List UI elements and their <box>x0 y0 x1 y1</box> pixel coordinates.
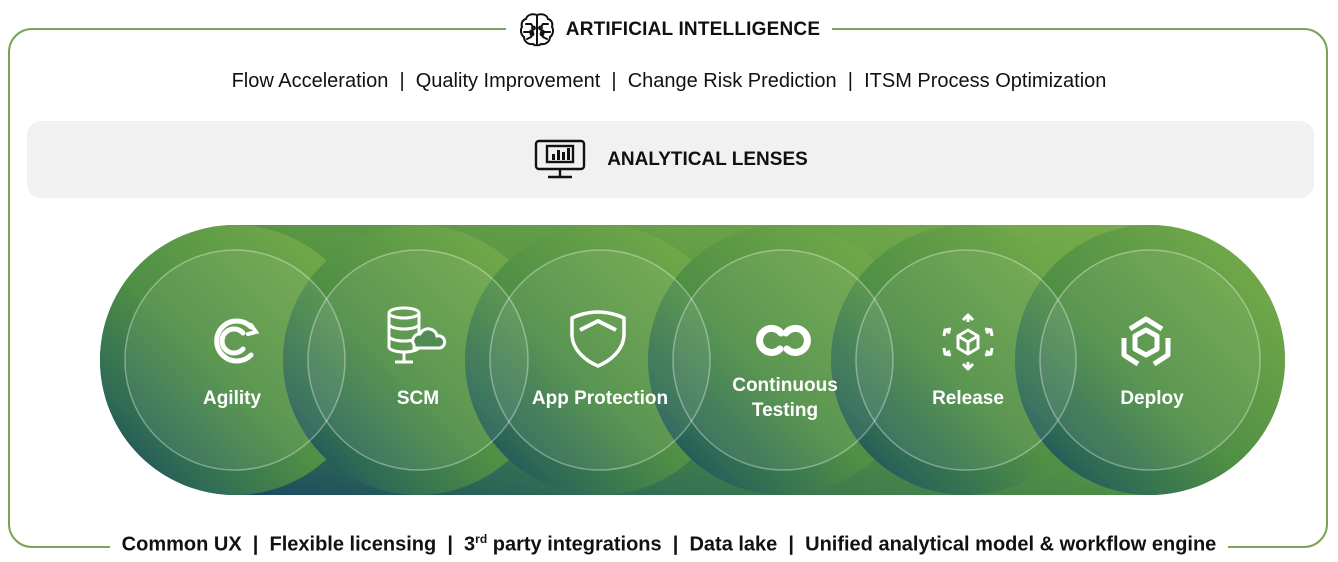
module-label-app-protection: App Protection <box>532 388 668 409</box>
module-ring-deploy <box>1039 249 1261 471</box>
module-ring-scm <box>307 249 529 471</box>
analytical-lenses-bar: ANALYTICAL LENSES <box>27 121 1314 198</box>
module-chain: Agility SCM App Protection Continuous Te… <box>100 225 1285 495</box>
module-ring-app-protection <box>489 249 711 471</box>
platform-features: Common UX | Flexible licensing | 3rd par… <box>0 532 1338 562</box>
deploy-hexagon-icon <box>1121 316 1171 367</box>
ai-title: ARTIFICIAL INTELLIGENCE <box>565 19 821 40</box>
ai-capabilities: Flow Acceleration | Quality Improvement … <box>231 70 1107 92</box>
ai-header: ARTIFICIAL INTELLIGENCE <box>0 10 1338 50</box>
features-part2: party integrations | Data lake | Unified… <box>487 533 1217 556</box>
module-label-agility: Agility <box>203 388 261 409</box>
brain-icon <box>519 13 554 47</box>
chain-background <box>100 225 1285 495</box>
features-superscript: rd <box>475 532 488 546</box>
module-label-scm: SCM <box>397 388 439 409</box>
agility-icon <box>214 318 260 364</box>
analytics-monitor-icon <box>535 139 586 178</box>
features-part1: Common UX | Flexible licensing | 3 <box>121 533 476 556</box>
platform-features-text: Common UX | Flexible licensing | 3rd par… <box>109 532 1229 562</box>
module-label-testing: Testing <box>752 400 818 421</box>
module-label-release: Release <box>932 388 1004 409</box>
shield-icon <box>570 310 626 368</box>
module-label-continuous: Continuous <box>732 375 838 396</box>
infinity-loop-icon <box>756 324 811 356</box>
module-ring-continuous-testing <box>672 249 894 471</box>
database-cloud-icon <box>387 306 447 364</box>
lenses-title: ANALYTICAL LENSES <box>607 148 808 170</box>
release-cube-icon <box>942 313 994 371</box>
module-label-deploy: Deploy <box>1120 388 1184 409</box>
module-ring-release <box>855 249 1077 471</box>
